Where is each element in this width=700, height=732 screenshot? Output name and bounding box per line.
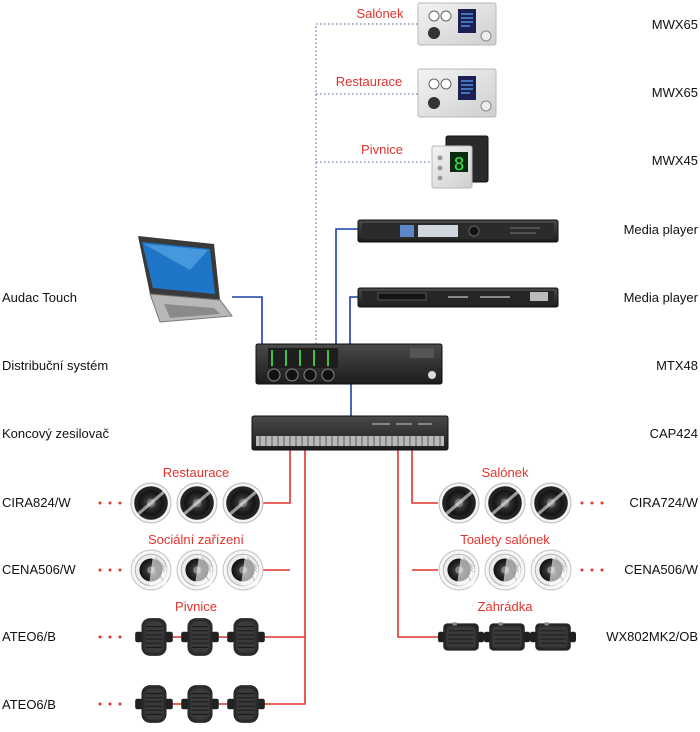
label-audac-touch: Audac Touch	[2, 290, 77, 305]
label-mwx45: MWX45	[652, 153, 698, 168]
speakers-cira724-salonek	[438, 482, 572, 524]
speakers-cira824-restaurace	[130, 482, 264, 524]
label-wx802: WX802MK2/OB	[606, 629, 698, 644]
label-amplifier: Koncový zesilovač	[2, 426, 109, 441]
zone-label-wall-salonek: Salónek	[357, 6, 404, 21]
zone-label-socialni-zarizeni: Sociální zařízení	[148, 532, 244, 547]
speakers-wx802-zahradka	[438, 621, 576, 652]
label-cena506-right: CENA506/W	[624, 562, 698, 577]
speakers-ateo6-2	[134, 684, 266, 724]
label-cira824: CIRA824/W	[2, 495, 71, 510]
speakers-cena506-toalety	[438, 549, 572, 591]
cable-salonek-wallpanel	[315, 23, 418, 348]
cable-media-player-1	[335, 228, 362, 348]
label-mwx65-2: MWX65	[652, 85, 698, 100]
zone-label-salonek: Salónek	[482, 465, 529, 480]
zone-label-zahradka: Zahrádka	[478, 599, 534, 614]
media-player-2-device	[357, 287, 559, 308]
cable-audac-touch	[232, 296, 263, 348]
continuation-dots	[98, 501, 604, 706]
mtx48-device	[255, 343, 443, 385]
cap424-device	[251, 415, 449, 451]
laptop-icon	[138, 236, 233, 323]
label-media-player-2: Media player	[624, 290, 699, 305]
zone-label-pivnice: Pivnice	[175, 599, 217, 614]
label-cap424: CAP424	[650, 426, 698, 441]
dotted-cables	[315, 23, 432, 348]
red-cables	[140, 450, 440, 705]
zone-label-wall-restaurace: Restaurace	[336, 74, 402, 89]
speakers-ateo6-pivnice	[134, 617, 266, 657]
wall-panel-mwx65-salonek	[417, 2, 497, 46]
blue-cables	[232, 228, 362, 418]
media-player-1-device	[357, 219, 559, 243]
zone-label-wall-pivnice: Pivnice	[361, 142, 403, 157]
label-mtx48: MTX48	[656, 358, 698, 373]
label-mwx65-1: MWX65	[652, 17, 698, 32]
cable-cira724	[411, 450, 438, 504]
svg-text:8: 8	[454, 154, 465, 175]
label-media-player-1: Media player	[624, 222, 699, 237]
wall-panel-mwx65-restaurace	[417, 68, 497, 118]
zone-label-toalety-salonek: Toalety salónek	[460, 532, 550, 547]
label-cira724: CIRA724/W	[629, 495, 698, 510]
zone-label-restaurace: Restaurace	[163, 465, 229, 480]
label-ateo6-2: ATEO6/B	[2, 697, 56, 712]
label-ateo6-1: ATEO6/B	[2, 629, 56, 644]
wall-panel-mwx45-pivnice: 8 8	[431, 135, 489, 189]
cable-wx802	[397, 450, 440, 638]
label-distribution-system: Distribuční systém	[2, 358, 108, 373]
label-cena506-left: CENA506/W	[2, 562, 76, 577]
cable-cira824	[262, 450, 291, 504]
speakers-cena506-socialni	[130, 549, 264, 591]
